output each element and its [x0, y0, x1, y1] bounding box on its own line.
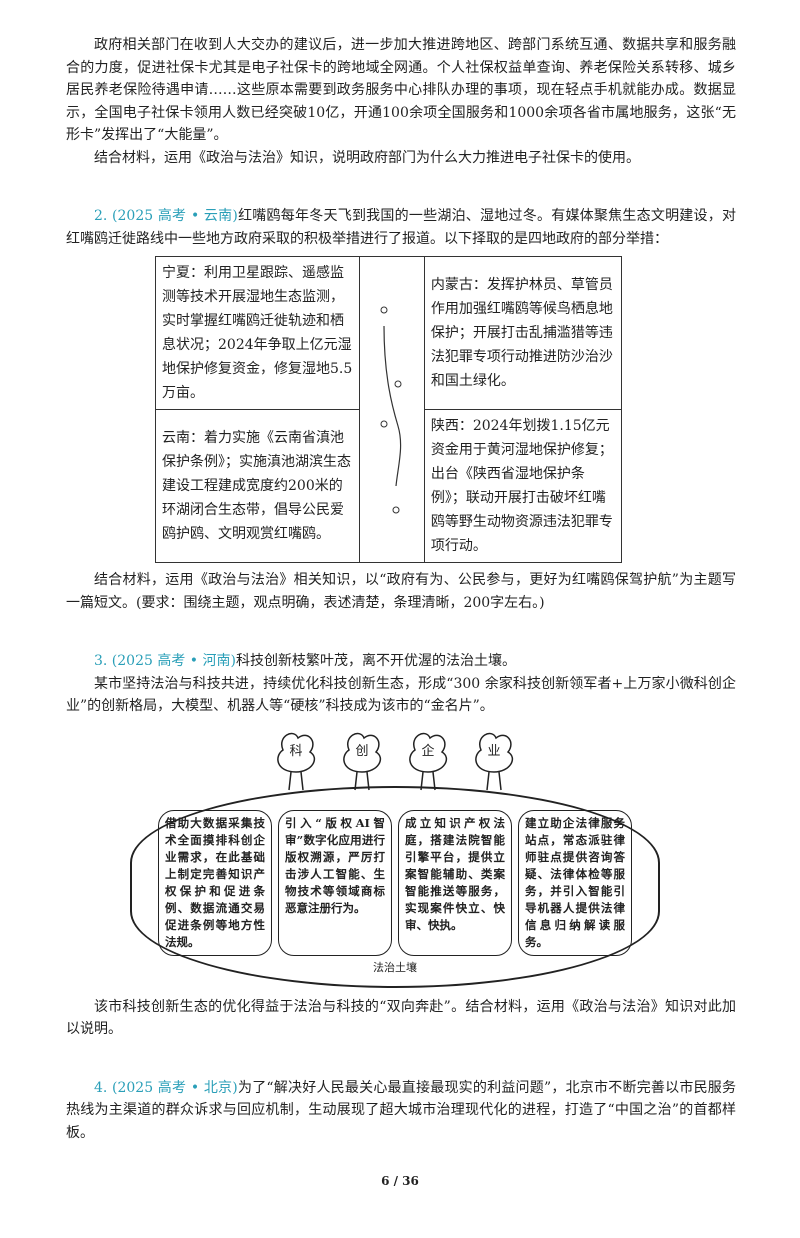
tree-icon	[343, 732, 382, 790]
rule-of-law-soil-diagram: 科 创 企 业 借助大数据采集技术全面摸排科创企业需求，在此基础上制定完善知识产…	[130, 726, 660, 988]
measure-box: 成立知识产权法庭，搭建法院智能引擎平台，提供立案智能辅助、类案智能推送等服务，实…	[398, 809, 512, 956]
page-number: 6 / 36	[381, 1174, 419, 1188]
tree-icon	[277, 732, 316, 790]
q3-source: 3. (2025 高考 • 河南)	[94, 653, 236, 669]
q4-intro-text: 为了“解决好人民最关心最直接最现实的利益问题”，北京市不断完善以市民服务热线为主…	[66, 1079, 737, 1141]
cell-ningxia: 宁夏：利用卫星跟踪、遥感监测等技术开展湿地生态监测，实时掌握红嘴鸥迁徙轨迹和栖息…	[155, 256, 360, 410]
cell-yunnan: 云南：着力实施《云南省滇池保护条例》；实施滇池湖滨生态建设工程建成宽度约200米…	[155, 409, 360, 563]
soil-area: 借助大数据采集技术全面摸排科创企业需求，在此基础上制定完善知识产权保护和促进条例…	[130, 785, 660, 988]
soil-label: 法治土壤	[373, 960, 417, 974]
q3-intro: 3. (2025 高考 • 河南)科技创新枝繁叶茂，离不开优渥的法治土壤。	[66, 650, 736, 673]
measure-box: 建立助企法律服务站点，常态派驻律师驻点提供咨询答疑、法律体检等服务，并引入智能引…	[518, 809, 632, 956]
q2-source: 2. (2025 高考 • 云南)	[94, 208, 238, 224]
cell-neimenggu: 内蒙古：发挥护林员、草管员作用加强红嘴鸥等候鸟栖息地保护；开展打击乱捕滥猎等违法…	[423, 256, 623, 410]
measure-boxes: 借助大数据采集技术全面摸排科创企业需求，在此基础上制定完善知识产权保护和促进条例…	[158, 809, 632, 956]
q2-question: 结合材料，运用《政治与法治》相关知识，以“政府有为、公民参与，更好为红嘴鸥保驾护…	[66, 572, 736, 611]
tree-label: 科	[289, 743, 303, 759]
measure-box: 引入“版权AI智审”数字化应用进行版权溯源，严厉打击涉人工智能、生物技术等领域商…	[278, 809, 392, 956]
q2-intro-text: 红嘴鸥每年冬天飞到我国的一些湖泊、湿地过冬。有媒体聚焦生态文明建设，对红嘴鸥迁徙…	[66, 208, 737, 247]
q4-source: 4. (2025 高考 • 北京)	[94, 1079, 238, 1096]
measure-box: 借助大数据采集技术全面摸排科创企业需求，在此基础上制定完善知识产权保护和促进条例…	[158, 809, 272, 956]
q4-intro: 4. (2025 高考 • 北京)为了“解决好人民最关心最直接最现实的利益问题”…	[66, 1077, 736, 1145]
tree-icon	[409, 732, 448, 790]
q1-question: 结合材料，运用《政治与法治》知识，说明政府部门为什么大力推进电子社保卡的使用。	[94, 149, 640, 166]
tree-row: 科 创 企 业	[130, 726, 660, 792]
page-content: 政府相关部门在收到人大交办的建议后，进一步加大推进跨地区、跨部门系统互通、数据共…	[66, 34, 736, 1144]
tree-label: 创	[355, 743, 369, 759]
tree-label: 企	[421, 743, 435, 759]
q1-material: 政府相关部门在收到人大交办的建议后，进一步加大推进跨地区、跨部门系统互通、数据共…	[66, 37, 736, 143]
q3-question: 该市科技创新生态的优化得益于法治与科技的“双向奔赴”。结合材料，运用《政治与法治…	[66, 998, 736, 1038]
migration-route-icon	[380, 306, 402, 513]
q2-intro: 2. (2025 高考 • 云南)红嘴鸥每年冬天飞到我国的一些湖泊、湿地过冬。有…	[66, 205, 736, 250]
q3-material: 某市坚持法治与科技共进，持续优化科技创新生态，形成“300 余家科技创新领军者+…	[66, 675, 736, 715]
q3-intro-text: 科技创新枝繁叶茂，离不开优渥的法治土壤。	[235, 653, 516, 669]
q2-measures-table: 宁夏：利用卫星跟踪、遥感监测等技术开展湿地生态监测，实时掌握红嘴鸥迁徙轨迹和栖息…	[155, 256, 623, 563]
migration-route	[358, 256, 425, 563]
tree: 科	[274, 726, 318, 792]
tree: 业	[472, 726, 516, 792]
tree: 创	[340, 726, 384, 792]
tree-icon	[475, 732, 514, 790]
tree: 企	[406, 726, 450, 792]
tree-label: 业	[487, 743, 501, 759]
cell-shaanxi: 陕西：2024年划拨1.15亿元资金用于黄河湿地保护修复；出台《陕西省湿地保护条…	[423, 409, 623, 563]
